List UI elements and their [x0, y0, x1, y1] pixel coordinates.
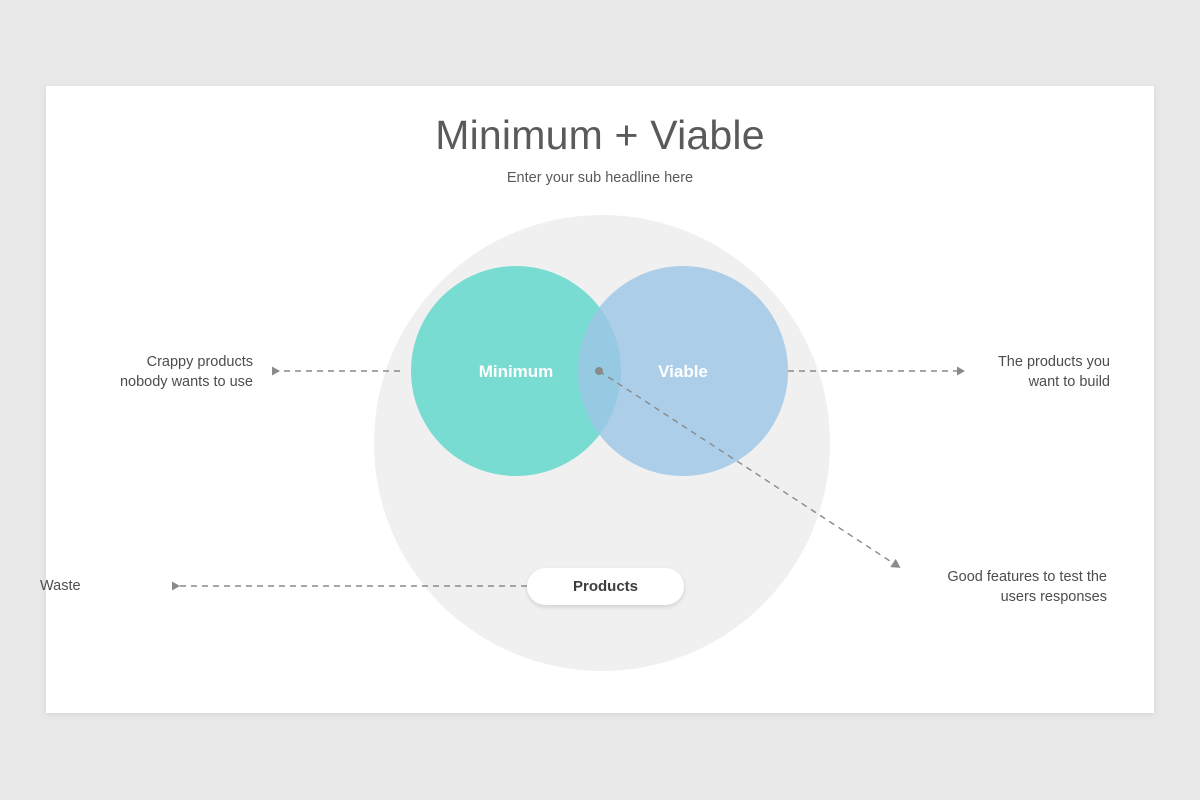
venn-label-minimum: Minimum: [478, 362, 554, 381]
products-pill-label: Products: [572, 578, 638, 595]
callout-line: nobody wants to use: [119, 374, 253, 390]
callout-crappy-products: Crappy products nobody wants to use: [40, 352, 253, 392]
callout-waste: Waste: [40, 576, 140, 596]
venn-label-viable: Viable: [658, 362, 708, 381]
callout-line: users responses: [1000, 589, 1107, 605]
callout-products-you-want: The products you want to build: [975, 352, 1110, 392]
callout-line: Crappy products: [146, 354, 253, 370]
page-title: Minimum + Viable: [435, 112, 765, 158]
callout-line: Good features to test the: [947, 569, 1107, 585]
products-pill[interactable]: Products: [527, 568, 684, 605]
callout-good-features: Good features to test the users response…: [860, 567, 1107, 607]
callout-line: Waste: [40, 578, 81, 594]
slide-card: Minimum + Viable Enter your sub headline…: [46, 86, 1154, 713]
callout-line: want to build: [1028, 374, 1110, 390]
callout-line: The products you: [997, 354, 1110, 370]
page-subtitle: Enter your sub headline here: [506, 170, 694, 186]
